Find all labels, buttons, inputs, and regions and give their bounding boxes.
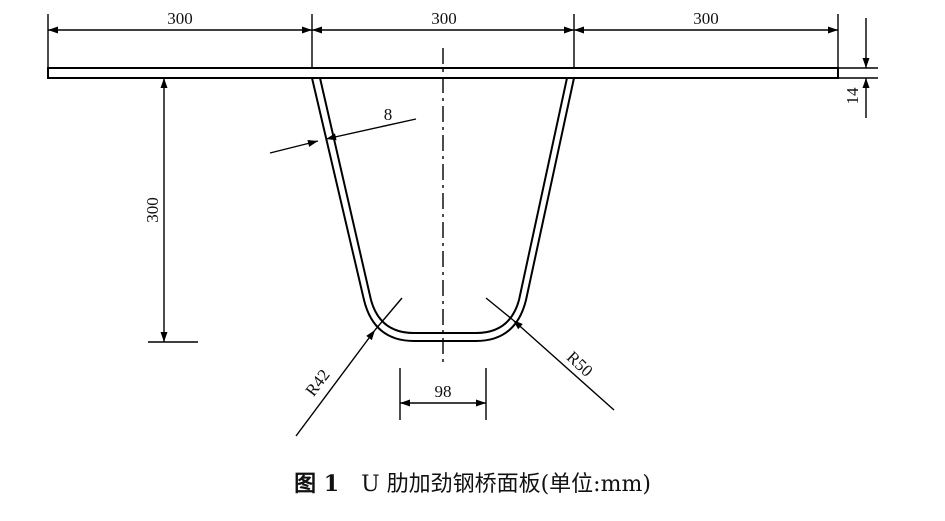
dim-text-top-left: 300 — [167, 9, 193, 28]
dim-text-plate-thickness: 14 — [843, 87, 862, 105]
leader-left-radius — [295, 329, 376, 437]
u-rib-outer — [311, 77, 575, 342]
dim-text-rib-thickness: 8 — [384, 105, 393, 124]
figure-title: U 肋加劲钢桥面板(单位:mm) — [361, 472, 651, 497]
dim-text-top-middle: 300 — [431, 9, 457, 28]
leader-right-radius-center — [485, 297, 514, 321]
figure-number: 图 1 — [294, 471, 340, 497]
dim-text-top-right: 300 — [693, 9, 719, 28]
leader-left-radius-center — [374, 297, 403, 331]
dim-arrow-rib-thickness-right — [325, 118, 417, 141]
dim-arrow-rib-thickness-left — [269, 140, 319, 154]
leader-right-radius — [512, 319, 615, 411]
dim-text-right-radius: R50 — [563, 347, 597, 380]
dim-text-bottom-width: 98 — [435, 382, 452, 401]
dim-text-left-radius: R42 — [301, 366, 333, 400]
figure-caption: 图 1 U 肋加劲钢桥面板(单位:mm) — [0, 466, 945, 498]
dim-text-rib-height: 300 — [143, 197, 162, 223]
u-rib-inner — [319, 77, 568, 334]
